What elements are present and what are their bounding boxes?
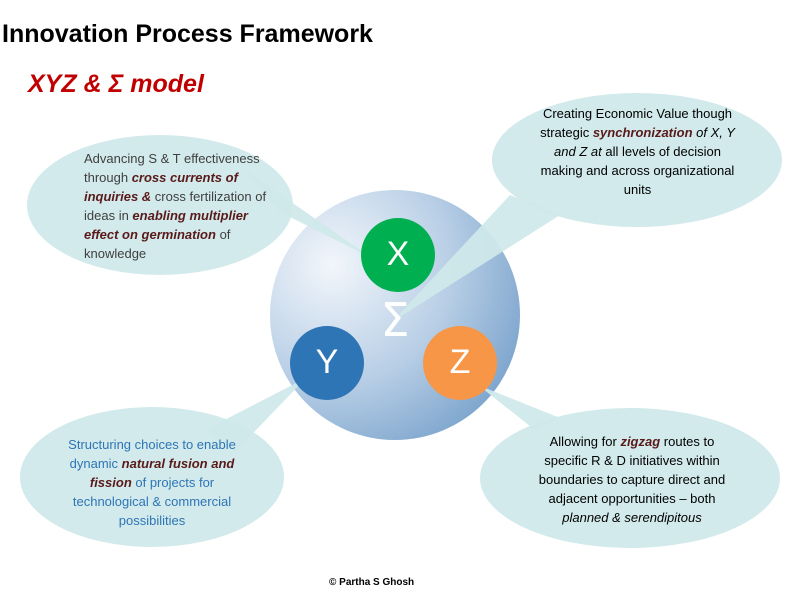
callout-z-text: Allowing for zigzag routes to specific R… <box>538 434 726 525</box>
node-y-circle <box>290 326 364 400</box>
model-subtitle: XYZ & Σ model <box>28 70 204 98</box>
callout-z-shape <box>478 385 780 548</box>
callout-y-shape <box>20 378 306 547</box>
sigma-symbol: Σ <box>380 293 410 347</box>
node-z-label: Z <box>449 343 471 381</box>
page-title: Innovation Process Framework <box>2 20 373 48</box>
node-y-label: Y <box>315 343 339 381</box>
callout-y-text: Structuring choices to enable dynamic na… <box>68 437 236 528</box>
node-x-circle <box>361 218 435 292</box>
callout-x-shape <box>27 135 372 275</box>
callout-sync-shape <box>392 93 782 322</box>
copyright-text: © Partha S Ghosh <box>329 577 415 588</box>
node-z-circle <box>423 326 497 400</box>
callout-sync-text: Creating Economic Value though strategic… <box>540 106 735 197</box>
node-x-label: X <box>386 235 410 273</box>
